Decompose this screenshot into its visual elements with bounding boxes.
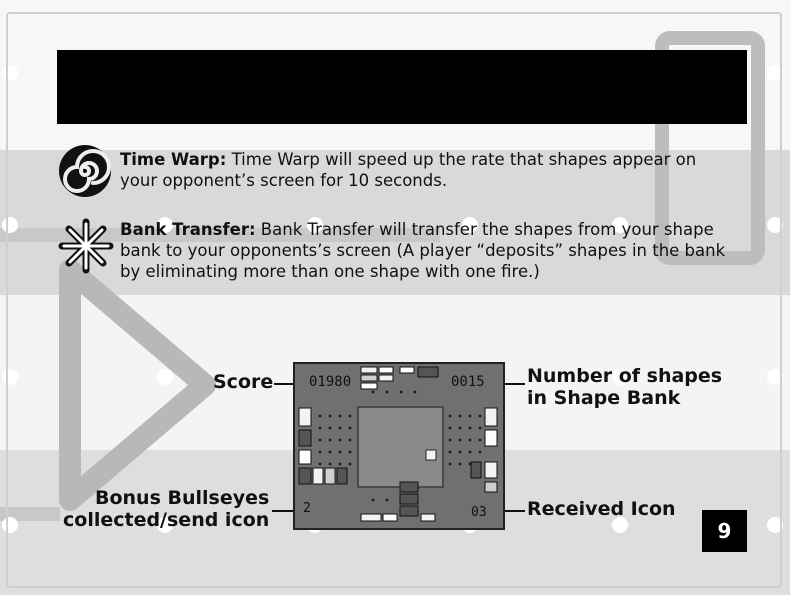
header-bar [57,50,747,124]
game-screen-screenshot: 01980 0015 03 2 [293,362,505,530]
screen-bonus-text: 2 [303,501,311,516]
time-warp-entry: Time Warp: Time Warp will speed up the r… [120,149,730,191]
horizontal-bar-shape-2 [0,507,60,521]
screen-bank-text: 0015 [451,374,485,390]
dot-decoration [307,217,323,233]
dot-decoration [462,217,478,233]
dot-decoration [612,369,628,385]
time-warp-text: Time Warp will speed up the rate that sh… [120,150,697,190]
shapes-label-line2: in Shape Bank [527,387,681,409]
spiral-icon [59,145,111,197]
dot-decoration [612,517,628,533]
screen-score-text: 01980 [309,374,351,390]
score-label: Score [213,371,274,393]
dot-decoration [767,517,783,533]
bank-transfer-text: Bank Transfer will transfer the shapes f… [120,220,726,281]
received-leader-line [490,510,525,512]
dot-decoration [157,517,173,533]
time-warp-title: Time Warp: [120,150,227,169]
square-outline-shape [655,31,765,265]
dot-decoration [767,65,783,81]
page-frame [6,12,782,588]
center-box [357,406,444,488]
starburst-icon [58,218,114,274]
shapes-label-line1: Number of shapes [527,365,723,387]
bonus-label-line2: collected/send icon [63,509,270,531]
dot-decoration [157,217,173,233]
bonus-leader-line [272,510,298,512]
screen-received-text: 03 [471,505,487,520]
dot-decoration [767,369,783,385]
bank-transfer-title: Bank Transfer: [120,220,256,239]
game-screen-graphic: 01980 0015 03 2 [295,364,503,528]
bank-transfer-entry: Bank Transfer: Bank Transfer will transf… [120,219,750,282]
shapes-leader-line [495,383,525,385]
dot-decoration [767,217,783,233]
page-number: 9 [702,510,747,552]
score-leader-line [274,383,298,385]
bonus-label-line1: Bonus Bullseyes [95,487,270,509]
dot-decoration [157,369,173,385]
dot-decoration [612,217,628,233]
center-small-shape [425,449,437,461]
horizontal-bar-shape [0,228,440,242]
triangle-outline-shape [59,259,216,511]
received-label: Received Icon [527,498,676,520]
